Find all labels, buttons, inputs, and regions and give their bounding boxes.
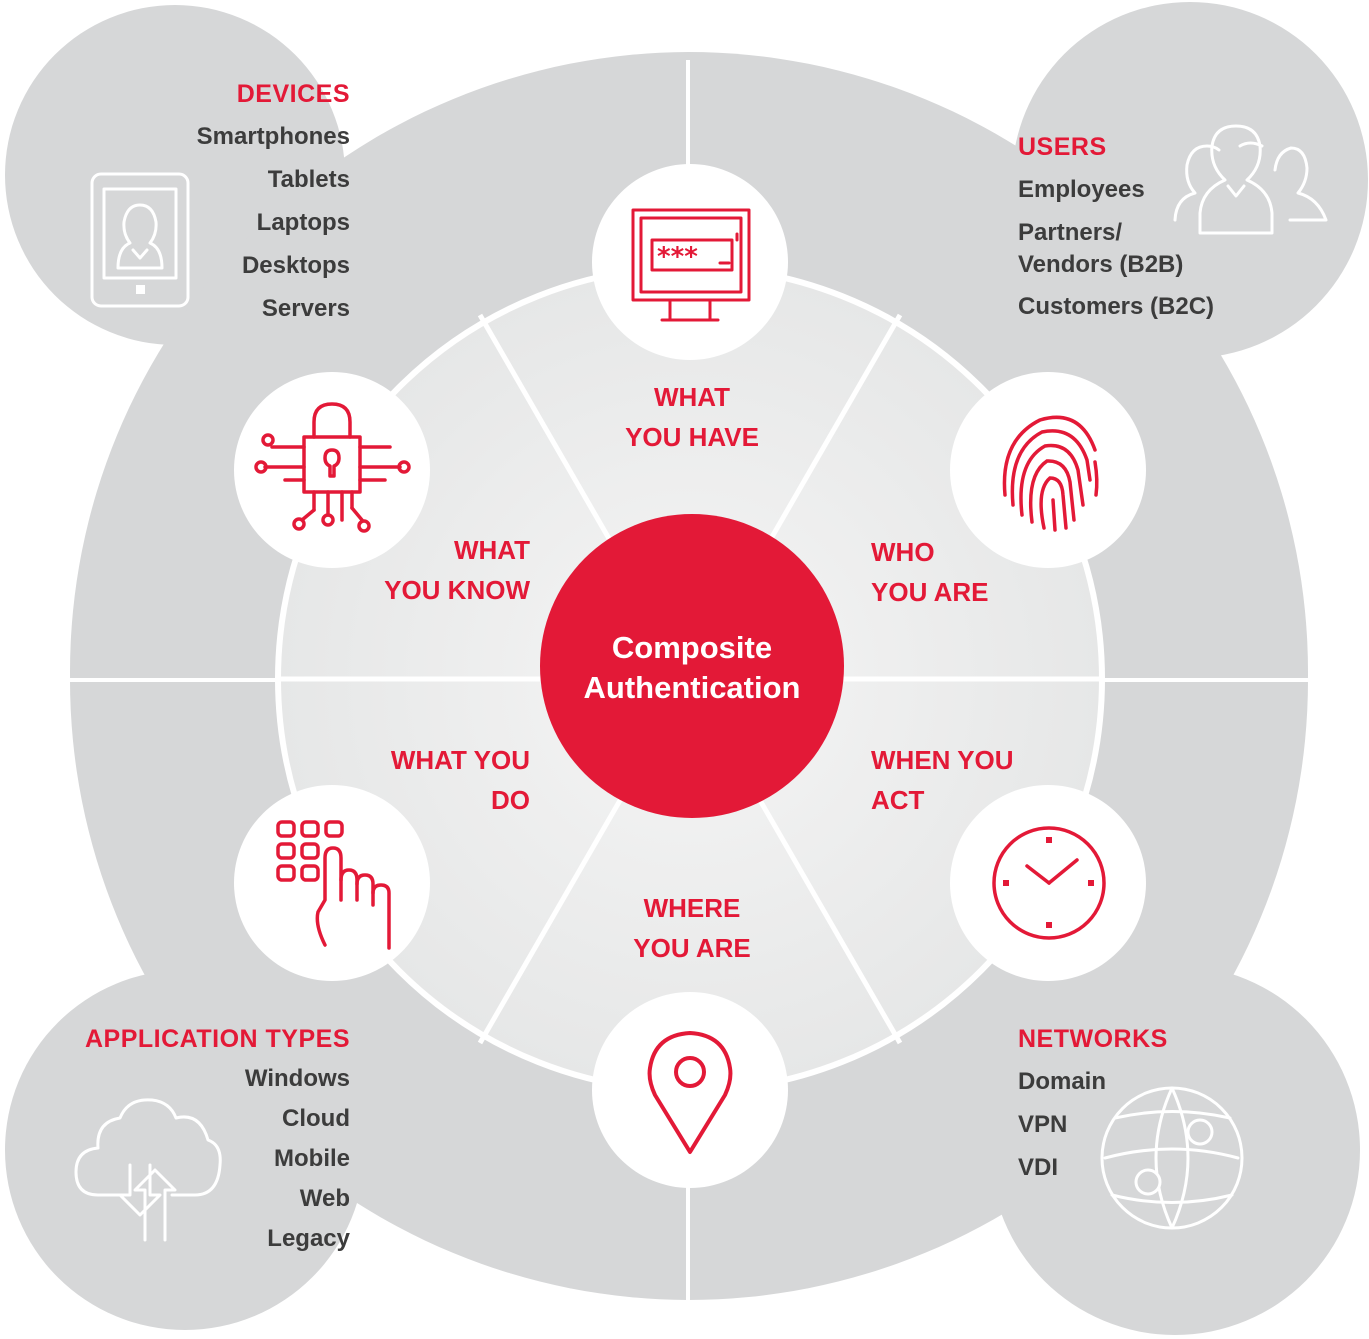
- segment-label-who-you-are: WHO YOU ARE: [871, 532, 1071, 612]
- application-types-title: APPLICATION TYPES: [84, 1025, 350, 1053]
- user-group-icon: [1173, 124, 1328, 235]
- users-item: Customers (B2C): [1018, 293, 1215, 320]
- networks-item: VDI: [1018, 1154, 1059, 1181]
- segment-line: YOU ARE: [633, 933, 751, 963]
- devices-item: Servers: [261, 295, 350, 322]
- users-panel: USERS Employees Partners/ Vendors (B2B) …: [1018, 133, 1258, 336]
- users-item: Employees: [1018, 176, 1145, 203]
- icon-circle-who: [950, 372, 1146, 568]
- segment-line: WHO: [871, 537, 935, 567]
- devices-item: Smartphones: [196, 123, 350, 150]
- networks-title: NETWORKS: [1018, 1025, 1168, 1053]
- devices-title: DEVICES: [236, 80, 350, 108]
- application-types-panel: APPLICATION TYPES Windows Cloud Mobile W…: [40, 1025, 350, 1265]
- application-types-item: Cloud: [282, 1105, 350, 1132]
- devices-item: Desktops: [241, 252, 350, 279]
- password-monitor-icon: ***: [631, 208, 751, 322]
- padlock-circuit-icon: [254, 402, 411, 533]
- segment-label-what-you-have: WHAT YOU HAVE: [592, 377, 792, 457]
- devices-item: Laptops: [256, 209, 350, 236]
- segment-line: YOU HAVE: [625, 422, 759, 452]
- location-pin-icon: [647, 1031, 733, 1154]
- users-item: Partners/: [1018, 219, 1123, 246]
- svg-text:***: ***: [657, 242, 698, 272]
- segment-label-when-you-act: WHEN YOU ACT: [871, 740, 1091, 820]
- center-title-line2: Authentication: [583, 670, 801, 705]
- icon-circle-know: [234, 372, 430, 568]
- segment-line: YOU ARE: [871, 577, 989, 607]
- segment-line: ACT: [871, 785, 925, 815]
- application-types-item: Mobile: [274, 1145, 350, 1172]
- fingerprint-icon: [1002, 415, 1099, 532]
- networks-panel: NETWORKS Domain VPN VDI: [1018, 1025, 1238, 1197]
- icon-circle-where: [592, 992, 788, 1188]
- segment-line: WHERE: [643, 893, 741, 923]
- segment-label-where-you-are: WHERE YOU ARE: [592, 888, 792, 968]
- devices-panel: DEVICES Smartphones Tablets Laptops Desk…: [150, 80, 350, 338]
- cloud-transfer-icon: [74, 1098, 222, 1242]
- networks-item: Domain: [1018, 1068, 1107, 1095]
- application-types-item: Legacy: [267, 1225, 350, 1252]
- segment-line: WHAT: [653, 382, 731, 412]
- segment-line: YOU KNOW: [384, 575, 530, 605]
- users-item: Vendors (B2B): [1018, 251, 1184, 278]
- users-title: USERS: [1018, 133, 1107, 161]
- clock-icon: [992, 826, 1106, 940]
- keypad-touch-icon: [276, 820, 391, 950]
- segment-line: DO: [491, 785, 530, 815]
- segment-line: WHAT YOU: [390, 745, 530, 775]
- segment-line: WHAT: [453, 535, 530, 565]
- segment-label-what-you-do: WHAT YOU DO: [310, 740, 530, 820]
- center-circle: [540, 514, 844, 818]
- devices-item: Tablets: [267, 166, 350, 193]
- segment-line: WHEN YOU: [871, 745, 1014, 775]
- application-types-item: Windows: [244, 1065, 350, 1092]
- tablet-user-icon: [90, 172, 190, 308]
- icon-circle-do: [234, 785, 430, 981]
- segment-label-what-you-know: WHAT YOU KNOW: [310, 530, 530, 610]
- globe-network-icon: [1100, 1086, 1244, 1230]
- center-title-line1: Composite: [611, 630, 773, 665]
- center-title: Composite Authentication: [542, 628, 842, 708]
- networks-item: VPN: [1018, 1111, 1068, 1138]
- application-types-item: Web: [299, 1185, 350, 1212]
- icon-circle-have: [592, 164, 788, 360]
